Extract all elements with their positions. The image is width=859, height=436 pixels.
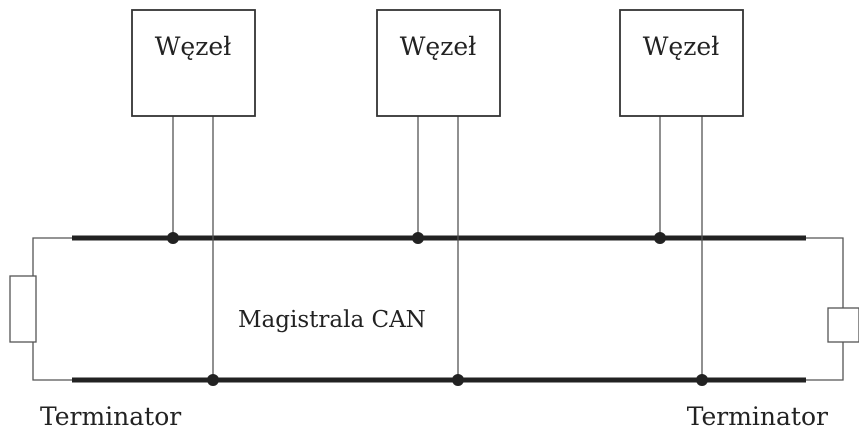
left-terminator-wire <box>32 237 72 276</box>
node-3-label: Węzeł <box>643 32 720 61</box>
right-terminator-wire <box>806 237 844 308</box>
node-2-label: Węzeł <box>400 32 477 61</box>
right-terminator-wire-bottom <box>806 342 844 381</box>
node-3-box <box>619 9 744 117</box>
node-drop-lines <box>172 116 703 380</box>
junction-dot <box>696 374 708 386</box>
junction-dots <box>167 232 708 386</box>
node-2-box <box>376 9 501 117</box>
junction-dot <box>207 374 219 386</box>
junction-dot <box>167 232 179 244</box>
junction-dot <box>412 232 424 244</box>
terminator-wires <box>32 237 844 381</box>
left-terminator-label: Terminator <box>40 402 181 431</box>
left-terminator-wire-bottom <box>32 342 72 381</box>
node-1-box <box>131 9 256 117</box>
junction-dot <box>654 232 666 244</box>
node-1-label: Węzeł <box>155 32 232 61</box>
junction-dot <box>452 374 464 386</box>
left-terminator-resistor <box>9 275 37 343</box>
right-terminator-resistor <box>827 307 859 343</box>
right-terminator-label: Terminator <box>687 402 828 431</box>
bus-label: Magistrala CAN <box>238 307 426 333</box>
